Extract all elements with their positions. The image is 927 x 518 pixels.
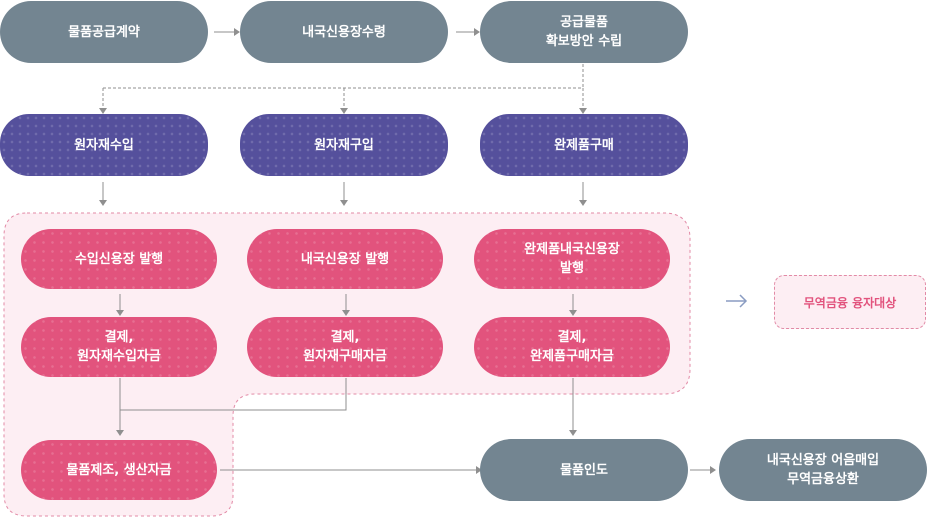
head-branch-finished [579,108,587,114]
node-goods-plan: 공급물품 확보방안 수립 [480,1,688,63]
head-finlc-settle [569,310,577,316]
head-to-delivery-down [569,430,577,436]
legend-financing-target: 무역금융 융자대상 [774,275,926,329]
node-contract: 물품공급계약 [0,1,208,63]
head-branch-import [99,108,107,114]
head-branch-purchase [340,108,348,114]
node-domestic-lc-order: 내국신용장수령 [240,1,448,63]
legend-arrowhead [739,294,748,308]
node-raw-import: 원자재수입 [0,114,208,176]
head-production-to-delivery [476,466,482,474]
node-finished-domestic-lc: 완제품내국신용장 발행 [474,229,670,289]
head-domlc-settle [342,310,350,316]
node-finished-purchase: 완제품구매 [480,114,688,176]
head-lc-to-plan [474,28,480,36]
settle-purchase-merge [120,378,347,411]
node-bill-purchase: 내국신용장 어음매입 무역금융상환 [719,439,927,501]
node-settle-raw-purchase: 결제, 원자재구매자금 [247,317,443,377]
node-production: 물품제조, 생산자금 [21,440,217,500]
node-import-lc: 수입신용장 발행 [21,229,217,289]
node-domestic-lc: 내국신용장 발행 [247,229,443,289]
node-settle-raw-import: 결제, 원자재수입자금 [21,317,217,377]
head-importlc-settle [116,310,124,316]
head-delivery-to-bill [710,466,716,474]
head-import-to-lc [99,200,107,206]
head-to-production [116,430,124,436]
node-delivery: 물품인도 [480,439,688,501]
node-raw-purchase: 원자재구입 [240,114,448,176]
head-purchase-to-lc [340,200,348,206]
node-settle-finished: 결제, 완제품구매자금 [474,317,670,377]
head-contract-to-lc [234,28,240,36]
head-finished-to-lc [579,200,587,206]
